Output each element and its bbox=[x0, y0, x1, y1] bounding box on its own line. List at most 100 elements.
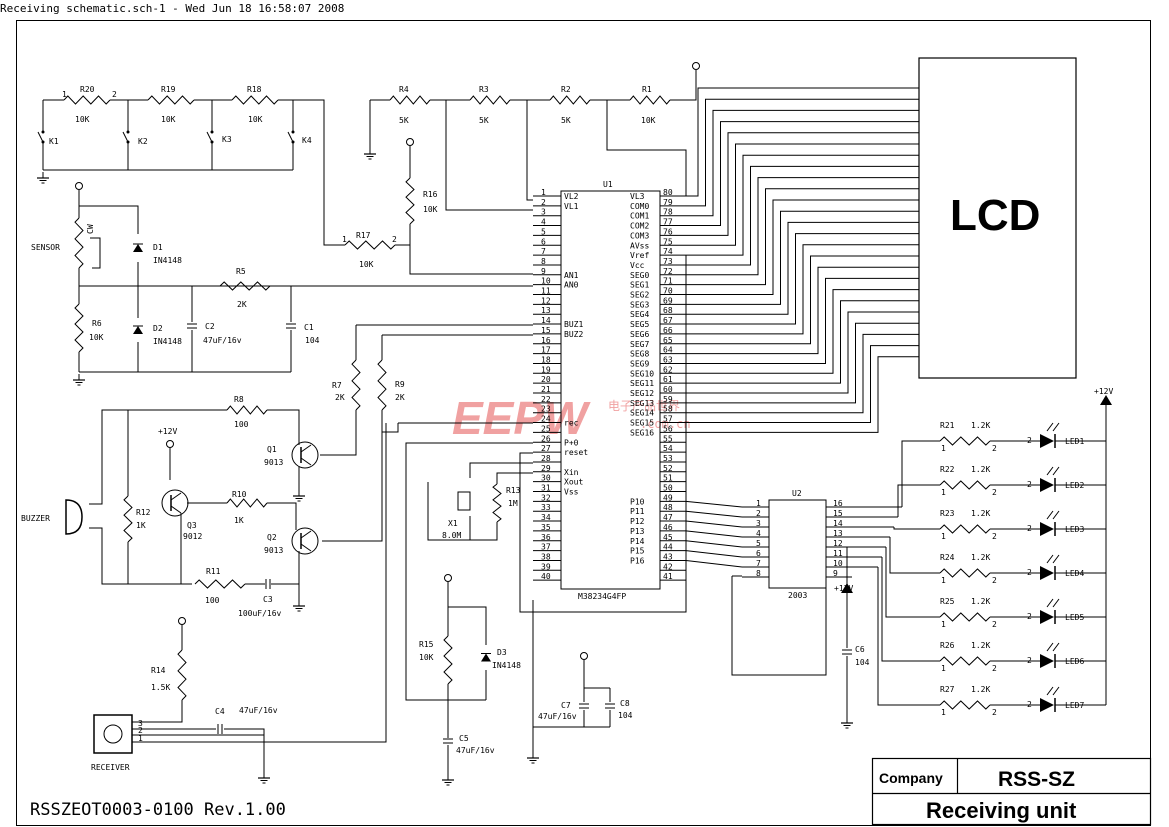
wire bbox=[826, 546, 848, 630]
svg-text:R7: R7 bbox=[332, 381, 342, 390]
mcu-pin-name-right: SEG8 bbox=[630, 350, 649, 359]
mcu-pin-name-right: SEG1 bbox=[630, 281, 649, 290]
pin-number: 1 bbox=[941, 444, 946, 453]
k4-label: K4 bbox=[302, 136, 312, 145]
wire bbox=[670, 70, 697, 101]
power-terminal-icon bbox=[444, 574, 452, 582]
wire bbox=[469, 462, 533, 478]
svg-text:5K: 5K bbox=[561, 116, 571, 125]
pin-number: 2 bbox=[392, 235, 397, 244]
svg-text:C8: C8 bbox=[620, 699, 630, 708]
mcu-pin-number-right: 79 bbox=[663, 198, 673, 207]
mcu-pin-name-right: P11 bbox=[630, 507, 645, 516]
mcu-pin-number-left: 17 bbox=[541, 346, 551, 355]
switch-contact bbox=[291, 140, 295, 144]
ground-icon bbox=[441, 773, 455, 786]
pin-number: 2 bbox=[1027, 700, 1032, 709]
mcu-pin-name-left: rec bbox=[564, 419, 579, 428]
mcu-pin-number-right: 52 bbox=[663, 464, 673, 473]
svg-text:C3: C3 bbox=[263, 595, 273, 604]
power-terminal-icon bbox=[406, 138, 414, 146]
mcu-pin-number-left: 19 bbox=[541, 365, 551, 374]
mcu-pin-name-right: SEG16 bbox=[630, 428, 654, 437]
led-light-icon bbox=[1046, 554, 1060, 564]
mcu-pin-name-right: SEG6 bbox=[630, 330, 649, 339]
switch-contact bbox=[291, 130, 295, 134]
svg-text:2K: 2K bbox=[237, 300, 247, 309]
r20-val: 10K bbox=[75, 115, 90, 124]
mcu-pin-name-right: SEG3 bbox=[630, 300, 649, 309]
wire bbox=[686, 199, 919, 295]
driver-pin-number-right: 16 bbox=[833, 499, 843, 508]
led-resistor-value: 1.2K bbox=[971, 597, 990, 606]
driver-ref: U2 bbox=[792, 489, 802, 498]
svg-text:IN4148: IN4148 bbox=[492, 661, 521, 670]
wire bbox=[686, 244, 919, 335]
mcu-pin-number-right: 69 bbox=[663, 296, 673, 305]
wire bbox=[685, 520, 743, 528]
svg-text:R17: R17 bbox=[356, 231, 371, 240]
led-resistor-ref: R24 bbox=[940, 553, 955, 562]
pin-number: 2 bbox=[1027, 436, 1032, 445]
sheet-border bbox=[16, 20, 1151, 826]
mcu-pin-number-right: 51 bbox=[663, 474, 673, 483]
mcu-pin-number-right: 60 bbox=[663, 385, 673, 394]
wire bbox=[885, 547, 940, 618]
wire bbox=[685, 559, 743, 568]
mcu-pin-number-right: 53 bbox=[663, 454, 673, 463]
mcu-pin-number-right: 54 bbox=[663, 444, 673, 453]
led-icon bbox=[1040, 698, 1054, 712]
watermark-logo: EEPW bbox=[452, 392, 591, 444]
svg-text:1M: 1M bbox=[508, 499, 518, 508]
driver-pin-number-left: 1 bbox=[756, 499, 761, 508]
svg-text:100: 100 bbox=[234, 420, 249, 429]
mcu-pin-name-right: SEG9 bbox=[630, 359, 649, 368]
svg-text:Q1: Q1 bbox=[267, 445, 277, 454]
led-resistor-value: 1.2K bbox=[971, 421, 990, 430]
transistor-emitter bbox=[300, 543, 312, 552]
switch-contact bbox=[126, 140, 130, 144]
pin-number: 1 bbox=[941, 532, 946, 541]
wire bbox=[405, 442, 533, 701]
transistor-q3-icon bbox=[161, 489, 189, 517]
mcu-pin-name-right: SEG2 bbox=[630, 291, 649, 300]
mcu-pin-number-left: 29 bbox=[541, 464, 551, 473]
mcu-pin-name-left: BUZ2 bbox=[564, 330, 583, 339]
switch-blade bbox=[206, 131, 213, 143]
svg-text:R3: R3 bbox=[479, 85, 489, 94]
mcu-pin-name-right: SEG14 bbox=[630, 409, 654, 418]
wire bbox=[606, 100, 687, 196]
wire bbox=[427, 482, 470, 541]
switch-contact bbox=[41, 130, 45, 134]
mcu-pin-number-left: 3 bbox=[541, 208, 546, 217]
resistor bbox=[351, 359, 361, 411]
mcu-pin-number-right: 73 bbox=[663, 257, 673, 266]
transistor-collector bbox=[300, 530, 312, 539]
wire bbox=[132, 700, 183, 723]
wire bbox=[686, 188, 919, 286]
svg-text:47uF/16v: 47uF/16v bbox=[239, 706, 278, 715]
crystal-icon bbox=[457, 491, 471, 511]
mcu-pin-name-right: P15 bbox=[630, 547, 645, 556]
wire bbox=[686, 345, 919, 424]
k1-label: K1 bbox=[49, 137, 59, 146]
wire bbox=[469, 516, 498, 541]
diode-icon bbox=[481, 653, 491, 662]
svg-text:R4: R4 bbox=[399, 85, 409, 94]
mcu-pin-name-right: SEG4 bbox=[630, 310, 649, 319]
mcu-pin-number-left: 28 bbox=[541, 454, 551, 463]
wire bbox=[889, 537, 940, 574]
driver-pin-number-left: 2 bbox=[756, 509, 761, 518]
mcu-pin-number-left: 32 bbox=[541, 493, 551, 502]
wire bbox=[686, 356, 919, 433]
transistor-emitter bbox=[300, 457, 312, 466]
resistor bbox=[629, 95, 671, 105]
led-label: LED1 bbox=[1065, 437, 1084, 446]
wire bbox=[686, 154, 919, 256]
mcu-pin-number-right: 65 bbox=[663, 336, 673, 345]
mcu-pin-number-right: 44 bbox=[663, 543, 673, 552]
mcu-pin-name-right: AVss bbox=[630, 241, 649, 250]
switch-blade bbox=[122, 131, 129, 143]
mcu-pin-number-left: 25 bbox=[541, 424, 551, 433]
mcu-pin-number-right: 45 bbox=[663, 533, 673, 542]
